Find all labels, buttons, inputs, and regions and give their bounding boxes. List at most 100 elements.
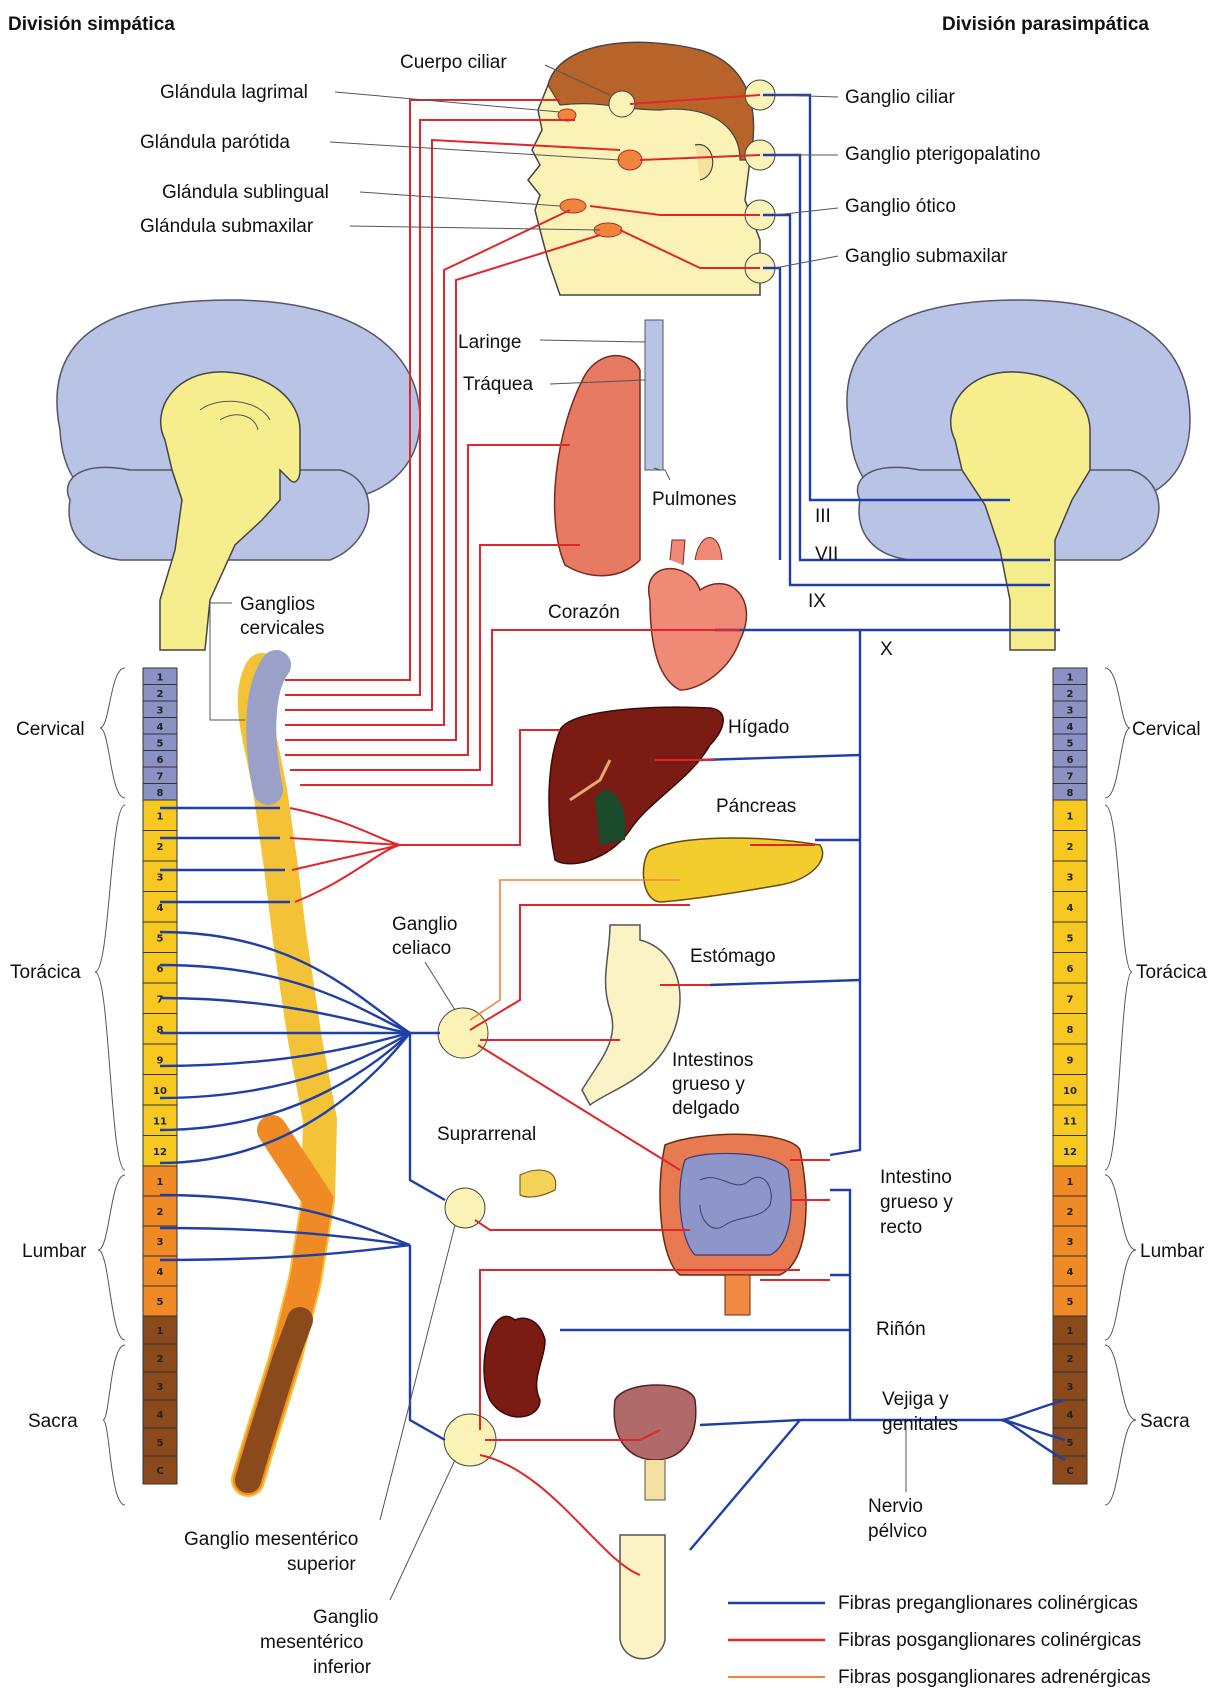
- label-higado: Hígado: [728, 717, 789, 738]
- right-vertebra-number-cervical-6: 6: [1067, 755, 1074, 766]
- region-left-cervical: Cervical: [16, 719, 85, 740]
- label-pulmones: Pulmones: [652, 489, 737, 510]
- left-brain: [57, 300, 420, 650]
- label-ganglio-mes-inf-1: Ganglio: [313, 1607, 379, 1628]
- right-vertebra-number-lumbar-1: 1: [1067, 1177, 1074, 1188]
- label-ganglio-mes-inf-2: mesentérico: [260, 1632, 364, 1653]
- right-vertebra-number-thoracic-10: 10: [1063, 1086, 1077, 1097]
- legend-label-preganglionares: Fibras preganglionares colinérgicas: [838, 1593, 1138, 1614]
- region-left-sacra: Sacra: [28, 1411, 78, 1432]
- legend-label-posganglionares-adrenergicas: Fibras posganglionares adrenérgicas: [838, 1667, 1151, 1688]
- right-vertebra-number-cervical-7: 7: [1067, 771, 1074, 782]
- label-intestino-recto-3: recto: [880, 1217, 922, 1238]
- right-vertebra-number-thoracic-5: 5: [1067, 933, 1074, 944]
- label-nervio-pelvico-2: pélvico: [868, 1521, 927, 1542]
- left-vertebra-number-cervical-6: 6: [157, 755, 164, 766]
- right-brain: [847, 300, 1190, 650]
- left-vertebra-number-thoracic-5: 5: [157, 933, 164, 944]
- legend: Fibras preganglionares colinérgicas Fibr…: [728, 1593, 1151, 1688]
- left-vertebra-number-cervical-4: 4: [157, 722, 164, 733]
- left-vertebra-number-lumbar-3: 3: [157, 1237, 164, 1248]
- right-vertebra-number-thoracic-1: 1: [1067, 811, 1074, 822]
- label-ganglio-mes-sup-1: Ganglio mesentérico: [184, 1529, 358, 1550]
- right-vertebra-number-lumbar-5: 5: [1067, 1297, 1074, 1308]
- label-ganglio-celiaco-1: Ganglio: [392, 914, 458, 935]
- label-cn-x: X: [880, 639, 893, 660]
- label-intestinos-3: delgado: [672, 1098, 740, 1119]
- label-ganglio-pterigopalatino: Ganglio pterigopalatino: [845, 144, 1040, 165]
- region-left-toracica: Torácica: [10, 962, 81, 983]
- right-vertebra-number-sacral-1: 1: [1067, 1326, 1074, 1337]
- label-suprarrenal: Suprarrenal: [437, 1124, 536, 1145]
- label-glandula-lagrimal: Glándula lagrimal: [160, 82, 308, 103]
- left-vertebra-number-sacral-2: 2: [157, 1354, 164, 1365]
- right-vertebra-number-lumbar-2: 2: [1067, 1207, 1074, 1218]
- right-vertebra-number-thoracic-6: 6: [1067, 964, 1074, 975]
- head: [528, 42, 760, 295]
- left-vertebra-number-lumbar-2: 2: [157, 1207, 164, 1218]
- label-laringe: Laringe: [458, 332, 521, 353]
- right-vertebra-number-lumbar-4: 4: [1067, 1267, 1074, 1278]
- right-vertebra-number-sacral-C: C: [1066, 1466, 1073, 1477]
- label-rinon: Riñón: [876, 1319, 926, 1340]
- stomach: [582, 925, 680, 1105]
- region-right-lumbar: Lumbar: [1140, 1241, 1205, 1262]
- right-vertebra-number-thoracic-8: 8: [1067, 1025, 1074, 1036]
- label-cn-vii: VII: [815, 544, 838, 565]
- left-vertebra-number-thoracic-7: 7: [157, 994, 164, 1005]
- label-cn-ix: IX: [808, 591, 826, 612]
- right-vertebra-number-thoracic-4: 4: [1067, 903, 1074, 914]
- left-vertebra-number-lumbar-1: 1: [157, 1177, 164, 1188]
- left-vertebra-number-cervical-5: 5: [157, 738, 164, 749]
- right-vertebra-number-cervical-5: 5: [1067, 738, 1074, 749]
- title-parasympathetic: División parasimpática: [942, 14, 1149, 35]
- right-vertebra-number-cervical-8: 8: [1067, 788, 1074, 799]
- region-right-toracica: Torácica: [1136, 962, 1207, 983]
- label-corazon: Corazón: [548, 602, 620, 623]
- legend-label-posganglionares-colinergicas: Fibras posganglionares colinérgicas: [838, 1630, 1141, 1651]
- left-vertebra-number-sacral-C: C: [156, 1466, 163, 1477]
- right-vertebra-number-sacral-3: 3: [1067, 1382, 1074, 1393]
- label-nervio-pelvico-1: Nervio: [868, 1496, 923, 1517]
- bladder: [614, 1385, 696, 1500]
- label-vejiga-2: genitales: [882, 1414, 958, 1435]
- label-intestino-recto-1: Intestino: [880, 1167, 952, 1188]
- sympathetic-chain: [248, 665, 320, 1480]
- right-vertebra-number-sacral-2: 2: [1067, 1354, 1074, 1365]
- label-glandula-parotida: Glándula parótida: [140, 132, 290, 153]
- label-ganglio-submaxilar: Ganglio submaxilar: [845, 246, 1008, 267]
- region-left-lumbar: Lumbar: [22, 1241, 87, 1262]
- label-estomago: Estómago: [690, 946, 776, 967]
- label-intestino-recto-2: grueso y: [880, 1192, 953, 1213]
- right-vertebra-number-thoracic-11: 11: [1063, 1116, 1077, 1127]
- left-vertebra-number-cervical-7: 7: [157, 771, 164, 782]
- right-vertebra-number-thoracic-12: 12: [1063, 1147, 1077, 1158]
- prevertebral-ganglia: [438, 1008, 496, 1466]
- label-intestinos-1: Intestinos: [672, 1050, 753, 1071]
- kidney: [484, 1316, 545, 1416]
- label-pancreas: Páncreas: [716, 796, 796, 817]
- left-vertebra-number-thoracic-9: 9: [157, 1055, 164, 1066]
- left-vertebra-number-cervical-2: 2: [157, 689, 164, 700]
- left-vertebra-number-cervical-8: 8: [157, 788, 164, 799]
- right-vertebra-number-thoracic-7: 7: [1067, 994, 1074, 1005]
- right-vertebra-number-cervical-4: 4: [1067, 722, 1074, 733]
- label-ganglios-cervicales-1: Ganglios: [240, 594, 315, 615]
- label-ganglios-cervicales-2: cervicales: [240, 618, 324, 639]
- right-vertebra-number-lumbar-3: 3: [1067, 1237, 1074, 1248]
- left-vertebra-number-thoracic-4: 4: [157, 903, 164, 914]
- region-right-sacra: Sacra: [1140, 1411, 1190, 1432]
- left-vertebra-number-sacral-3: 3: [157, 1382, 164, 1393]
- trachea: [645, 320, 670, 480]
- label-ganglio-celiaco-2: celiaco: [392, 938, 451, 959]
- label-glandula-submaxilar: Glándula submaxilar: [140, 216, 314, 237]
- left-vertebra-number-cervical-3: 3: [157, 705, 164, 716]
- right-vertebra-number-sacral-5: 5: [1067, 1438, 1074, 1449]
- right-vertebra-number-thoracic-2: 2: [1067, 842, 1074, 853]
- left-vertebra-number-thoracic-10: 10: [153, 1086, 167, 1097]
- left-vertebra-number-thoracic-3: 3: [157, 872, 164, 883]
- label-ganglio-ciliar: Ganglio ciliar: [845, 87, 955, 108]
- intestines: [660, 1134, 806, 1315]
